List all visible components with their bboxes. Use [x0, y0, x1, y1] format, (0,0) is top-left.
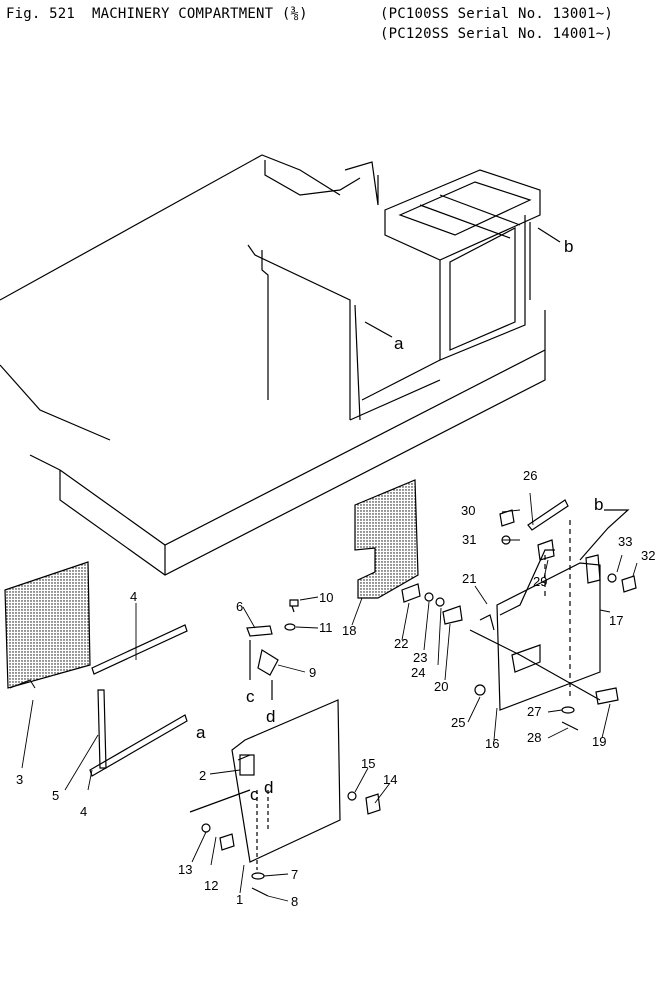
leader-lines — [21, 492, 638, 902]
model-serial-line-2: (PC120SS Serial No. 14001~) — [380, 26, 613, 42]
callout-8: 8 — [291, 894, 298, 909]
callout-10: 10 — [319, 590, 333, 605]
callout-6: 6 — [236, 599, 243, 614]
door-panel-part-16 — [401, 499, 637, 731]
callout-29: 29 — [533, 574, 547, 589]
callout-22: 22 — [394, 636, 408, 651]
callout-25: 25 — [451, 715, 465, 730]
ref-d-upper: d — [266, 707, 275, 726]
machine-frame — [0, 154, 561, 576]
callout-19: 19 — [592, 734, 606, 749]
callout-11: 11 — [319, 620, 333, 635]
callout-21: 21 — [462, 571, 476, 586]
figure-number: Fig. 521 — [6, 6, 76, 22]
callout-5: 5 — [52, 788, 59, 803]
callout-15: 15 — [361, 756, 375, 771]
ref-a-door: a — [196, 723, 206, 742]
callout-4a: 4 — [130, 589, 137, 604]
ref-b-top: b — [564, 237, 573, 256]
callout-24: 24 — [411, 665, 425, 680]
callout-27: 27 — [527, 704, 541, 719]
callout-20: 20 — [434, 679, 448, 694]
cover-plate-part-18 — [354, 479, 419, 599]
callout-14: 14 — [383, 772, 397, 787]
callout-28: 28 — [527, 730, 541, 745]
callout-7: 7 — [291, 867, 298, 882]
callout-16: 16 — [485, 736, 499, 751]
callout-33: 33 — [618, 534, 632, 549]
callout-4b: 4 — [80, 804, 87, 819]
callout-31: 31 — [462, 532, 476, 547]
callout-12: 12 — [204, 878, 218, 893]
reference-marks: a b a b c d c d — [196, 237, 603, 804]
model-serial-line-1: (PC100SS Serial No. 13001~) — [380, 6, 613, 22]
door-panel-part-1 — [189, 599, 381, 897]
ref-d-lower: d — [264, 778, 273, 797]
ref-c-lower: c — [250, 785, 259, 804]
callout-2: 2 — [199, 768, 206, 783]
callout-23: 23 — [413, 650, 427, 665]
callout-3: 3 — [16, 772, 23, 787]
ref-b-door: b — [594, 495, 603, 514]
callout-labels: 1 2 3 4 4 5 6 7 8 9 10 11 12 13 14 15 16… — [16, 468, 655, 909]
figure-title: MACHINERY COMPARTMENT (⅜) — [92, 6, 308, 22]
callout-18: 18 — [342, 623, 356, 638]
callout-30: 30 — [461, 503, 475, 518]
ref-c-upper: c — [246, 687, 255, 706]
callout-26: 26 — [523, 468, 537, 483]
callout-9: 9 — [309, 665, 316, 680]
seal-strips — [89, 624, 188, 777]
callout-32: 32 — [641, 548, 655, 563]
callout-17: 17 — [609, 613, 623, 628]
ref-a-top: a — [394, 334, 404, 353]
callout-13: 13 — [178, 862, 192, 877]
screen-panel-part — [4, 561, 91, 689]
callout-1: 1 — [236, 892, 243, 907]
